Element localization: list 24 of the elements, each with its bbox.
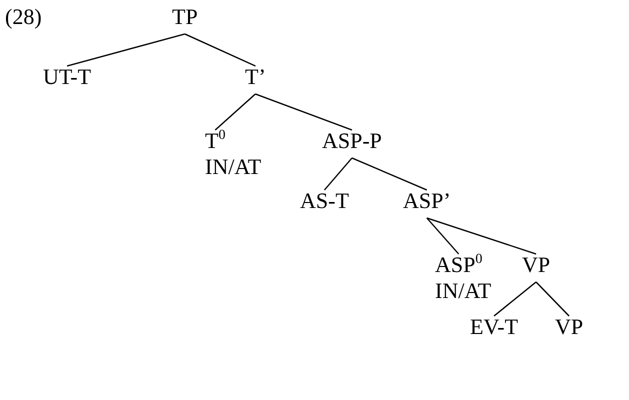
node-label: VP [522,252,550,278]
node-label: AS-T [300,188,349,214]
node-label: ASP-P [322,128,382,154]
tree-branch [494,282,536,316]
node-label: ASP$^{0}$ [435,252,482,278]
tree-branch [184,33,256,67]
node-label: IN/AT [435,278,492,304]
example-number: (28) [5,4,42,30]
tree-branch [66,33,186,67]
node-label: TP [172,4,198,30]
node-label: UT-T [43,64,92,90]
tree-branch [324,158,352,190]
tree-branch [536,282,570,316]
node-label: ASP’ [403,188,451,214]
node-label: VP [555,314,584,340]
tree-branch [426,218,460,254]
node-label: T$^{0}$ [205,128,226,154]
node-label: T’ [245,64,266,90]
tree-branch [255,93,352,131]
node-label: EV-T [470,314,518,340]
tree-branch [352,157,428,191]
node-label: IN/AT [205,154,262,180]
tree-branch [426,217,536,255]
tree-branch [214,94,256,130]
